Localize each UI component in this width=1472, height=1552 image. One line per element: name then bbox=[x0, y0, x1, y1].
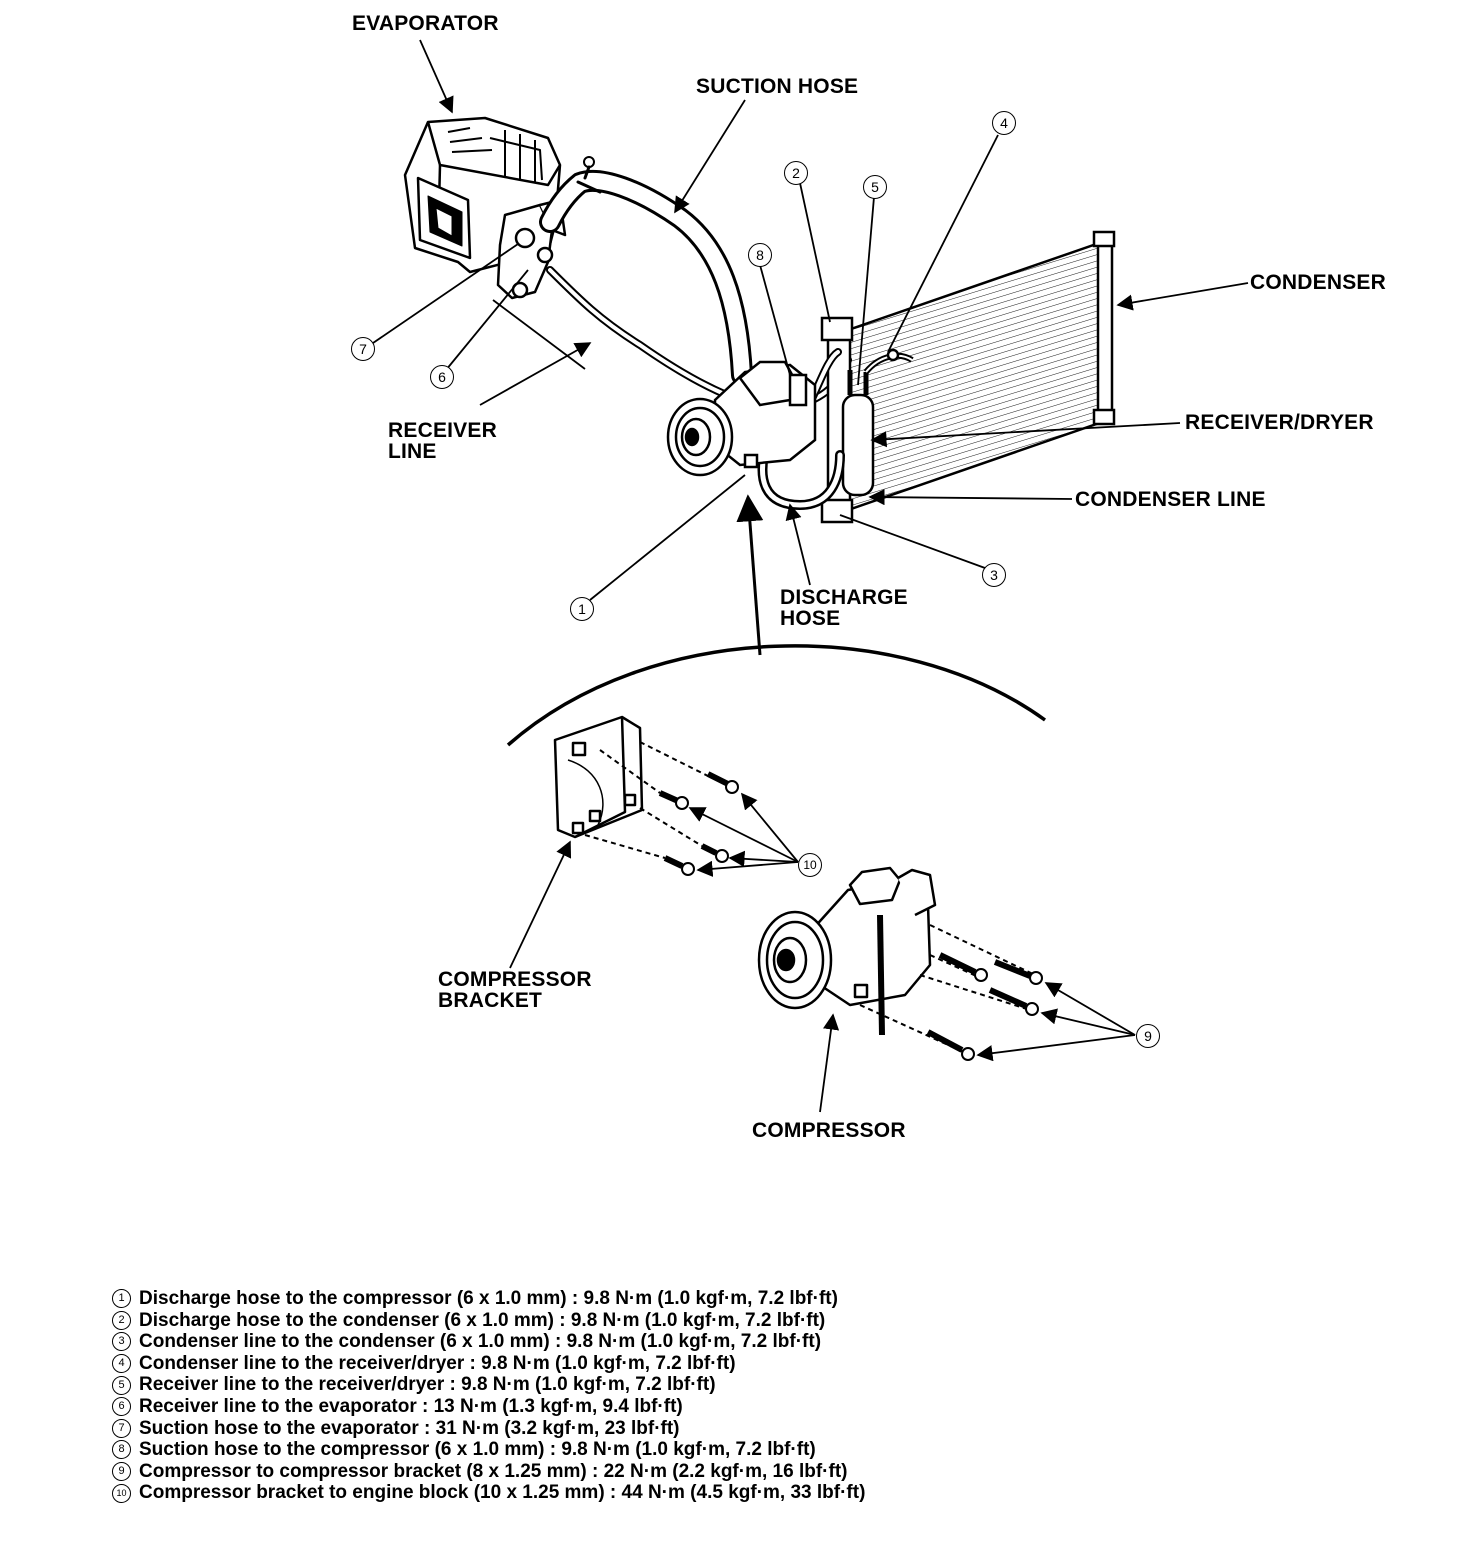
legend-number: 3 bbox=[112, 1332, 131, 1352]
legend-number: 5 bbox=[112, 1375, 131, 1395]
condenser-unit bbox=[820, 230, 1116, 524]
legend-item: 8 Suction hose to the compressor (6 x 1.0… bbox=[112, 1439, 865, 1461]
receiver-dryer bbox=[841, 348, 914, 497]
suction-hose bbox=[539, 156, 753, 386]
legend-item: 5 Receiver line to the receiver/dryer : 9… bbox=[112, 1374, 865, 1396]
legend-number: 2 bbox=[112, 1310, 131, 1330]
callout-2: 2 bbox=[784, 161, 808, 185]
legend-item: 4 Condenser line to the receiver/dryer : … bbox=[112, 1353, 865, 1375]
legend-text: Compressor bracket to engine block (10 x… bbox=[139, 1482, 866, 1504]
discharge-hose-label-2: HOSE bbox=[780, 607, 841, 630]
legend-text: Discharge hose to the compressor (6 x 1.… bbox=[139, 1288, 838, 1309]
callout-7: 7 bbox=[351, 337, 375, 361]
legend-number: 6 bbox=[112, 1397, 131, 1417]
installed-compressor bbox=[666, 360, 817, 477]
callout-5: 5 bbox=[863, 175, 887, 199]
legend-number: 1 bbox=[112, 1289, 131, 1309]
bracket-bolt-arrows bbox=[509, 792, 799, 969]
legend-number: 4 bbox=[112, 1354, 131, 1374]
compressor-bolts bbox=[859, 924, 1043, 1061]
legend-text: Compressor to compressor bracket (8 x 1.… bbox=[139, 1460, 848, 1482]
callout-9: 9 bbox=[1136, 1024, 1160, 1048]
callout-10: 10 bbox=[798, 853, 822, 877]
compressor-detail bbox=[757, 866, 937, 1036]
legend-text: Condenser line to the receiver/dryer : 9… bbox=[139, 1352, 736, 1374]
condenser-line-label: CONDENSER LINE bbox=[1075, 488, 1266, 511]
legend-text: Discharge hose to the condenser (6 x 1.0… bbox=[139, 1309, 826, 1331]
receiver-line-label-1: RECEIVER bbox=[388, 419, 497, 442]
legend-item: 3 Condenser line to the condenser (6 x 1.… bbox=[112, 1331, 865, 1353]
legend-item: 2 Discharge hose to the condenser (6 x 1.… bbox=[112, 1310, 865, 1332]
legend-text: Receiver line to the evaporator : 13 N·m… bbox=[139, 1395, 683, 1417]
legend-item: 1 Discharge hose to the compressor (6 x 1… bbox=[112, 1288, 865, 1310]
legend-item: 7 Suction hose to the evaporator : 31 N·m… bbox=[112, 1418, 865, 1440]
detail-arc bbox=[506, 644, 1047, 747]
callout-4: 4 bbox=[992, 111, 1016, 135]
bracket-bolts bbox=[584, 741, 739, 876]
evaporator-unit bbox=[403, 116, 567, 300]
compressor-bolt-arrows bbox=[819, 982, 1136, 1113]
compressor-bracket-label-1: COMPRESSOR bbox=[438, 968, 592, 991]
legend-text: Condenser line to the condenser (6 x 1.0… bbox=[139, 1331, 822, 1353]
callout-3: 3 bbox=[982, 563, 1006, 587]
receiver-dryer-label: RECEIVER/DRYER bbox=[1185, 411, 1374, 434]
suction-hose-label: SUCTION HOSE bbox=[696, 75, 859, 98]
legend-number: 7 bbox=[112, 1418, 131, 1438]
legend-text: Suction hose to the evaporator : 31 N·m … bbox=[139, 1417, 680, 1439]
legend-text: Suction hose to the compressor (6 x 1.0 … bbox=[139, 1439, 816, 1461]
legend-number: 8 bbox=[112, 1440, 131, 1460]
condenser-label: CONDENSER bbox=[1250, 271, 1386, 294]
legend-item: 10 Compressor bracket to engine block (10… bbox=[112, 1482, 865, 1504]
top-leader-lines bbox=[372, 39, 1249, 656]
evaporator-label: EVAPORATOR bbox=[352, 12, 499, 35]
legend-number: 9 bbox=[112, 1462, 131, 1482]
compressor-bracket bbox=[553, 715, 644, 839]
legend-text: Receiver line to the receiver/dryer : 9.… bbox=[139, 1374, 716, 1396]
legend-number: 10 bbox=[112, 1483, 131, 1503]
compressor-label: COMPRESSOR bbox=[752, 1119, 906, 1142]
callout-6: 6 bbox=[430, 365, 454, 389]
compressor-bracket-label-2: BRACKET bbox=[438, 989, 543, 1012]
discharge-hose-label-1: DISCHARGE bbox=[780, 586, 908, 609]
torque-legend: 1 Discharge hose to the compressor (6 x 1… bbox=[112, 1288, 865, 1504]
receiver-line-label-2: LINE bbox=[388, 440, 437, 463]
callout-8: 8 bbox=[748, 243, 772, 267]
callout-1: 1 bbox=[570, 597, 594, 621]
legend-item: 9 Compressor to compressor bracket (8 x 1… bbox=[112, 1461, 865, 1483]
legend-item: 6 Receiver line to the evaporator : 13 N·… bbox=[112, 1396, 865, 1418]
receiver-line bbox=[546, 266, 852, 413]
